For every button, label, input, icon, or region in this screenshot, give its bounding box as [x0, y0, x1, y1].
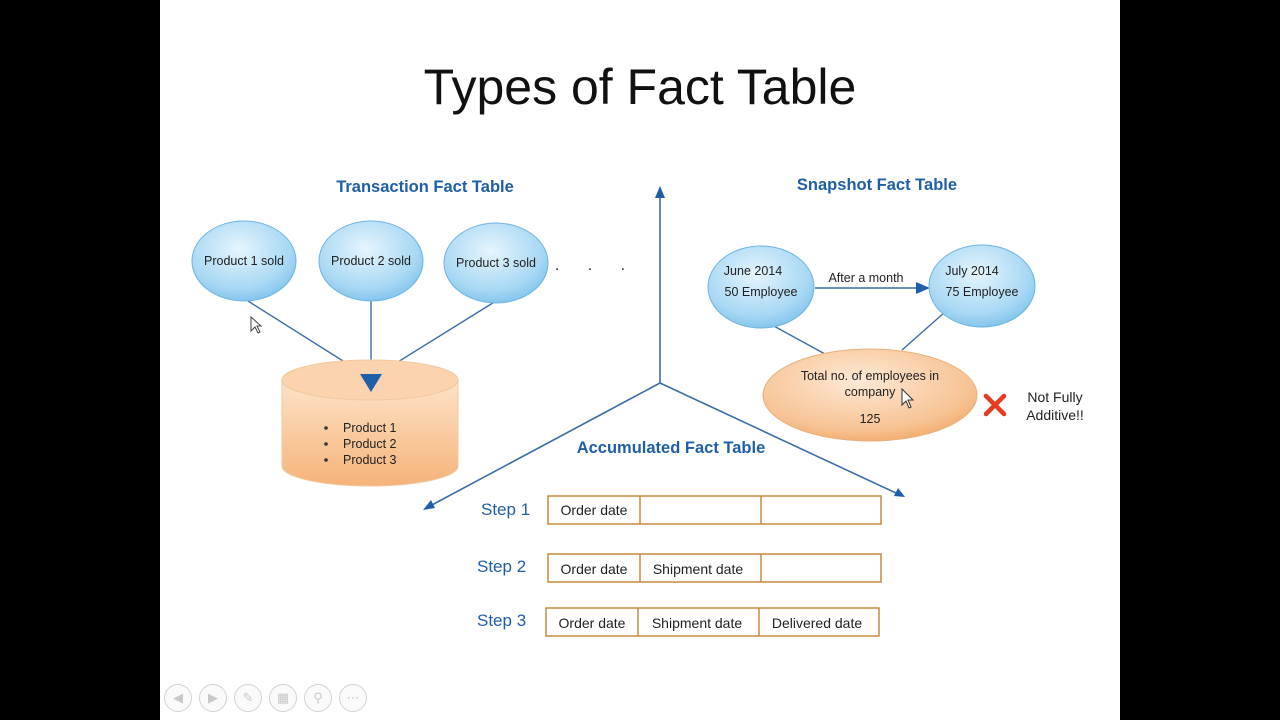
step-3-cell-1: Order date [559, 615, 626, 631]
step-3-cell-3: Delivered date [772, 615, 862, 631]
axis-left [429, 382, 661, 507]
cylinder-arrowhead [360, 374, 382, 392]
bullet-2 [324, 442, 328, 446]
transaction-section: Transaction Fact Table Product 1 Product… [191, 178, 637, 487]
after-month-arrowhead [916, 282, 930, 294]
mouse-cursor-icon [901, 387, 915, 409]
snapshot-connector-right [901, 311, 946, 351]
axes [423, 186, 905, 510]
transaction-title: Transaction Fact Table [336, 178, 514, 196]
total-value: 125 [860, 412, 881, 426]
pointer-cursor-icon [250, 315, 263, 334]
step-label-3: Step 3 [477, 611, 526, 630]
axis-right-arrowhead [894, 488, 905, 497]
total-label-line2: company [845, 385, 896, 399]
event-bubble-3 [443, 222, 549, 304]
step-label-1: Step 1 [481, 500, 530, 519]
june-count: 50 Employee [725, 285, 798, 299]
june-month: June 2014 [724, 264, 782, 278]
snapshot-connector-left [771, 324, 826, 355]
table-item-2: Product 2 [343, 437, 397, 451]
bullet-3 [324, 458, 328, 462]
july-count: 75 Employee [946, 285, 1019, 299]
july-month: July 2014 [945, 264, 999, 278]
slide: Types of Fact Table [160, 0, 1120, 720]
more-events-ellipsis: . . . [555, 257, 637, 274]
step-3-cell-2: Shipment date [652, 615, 742, 631]
step-2-cell-1: Order date [561, 561, 628, 577]
axis-right [659, 382, 899, 495]
axis-left-arrowhead [423, 500, 435, 510]
snapshot-node-july [928, 244, 1036, 328]
table-item-3: Product 3 [343, 453, 397, 467]
presentation-toolbar: ◀ ▶ ✎ ▦ ⚲ ⋯ [160, 684, 424, 716]
snapshot-node-june [707, 245, 815, 329]
not-fully-additive-line2: Additive!! [1026, 407, 1084, 423]
after-month-label: After a month [828, 271, 903, 285]
step-1-table: Order date [547, 495, 882, 525]
not-fully-additive-line1: Not Fully [1027, 389, 1082, 405]
axis-up-arrowhead [655, 186, 665, 198]
prev-icon[interactable]: ◀ [164, 684, 192, 712]
zoom-icon[interactable]: ⚲ [304, 684, 332, 712]
event-label-2: Product 2 sold [331, 254, 411, 268]
accumulated-title: Accumulated Fact Table [577, 439, 766, 457]
step-label-2: Step 2 [477, 557, 526, 576]
step-3-table: Order date Shipment date Delivered date [545, 607, 880, 637]
event-label-1: Product 1 sold [204, 254, 284, 268]
snapshot-section: Snapshot Fact Table After a month June 2… [707, 176, 1084, 442]
slide-title: Types of Fact Table [423, 59, 857, 115]
event-bubble-1 [191, 220, 297, 302]
next-icon[interactable]: ▶ [199, 684, 227, 712]
table-item-1: Product 1 [343, 421, 397, 435]
more-icon[interactable]: ⋯ [339, 684, 367, 712]
snapshot-title: Snapshot Fact Table [797, 176, 957, 194]
step-2-table: Order date Shipment date [547, 553, 882, 583]
total-label-line1: Total no. of employees in [801, 369, 939, 383]
pen-icon[interactable]: ✎ [234, 684, 262, 712]
total-employees-node [762, 348, 978, 442]
fact-table-diagram: Transaction Fact Table Product 1 Product… [191, 176, 1084, 637]
red-cross-icon [983, 393, 1007, 417]
transaction-table-cylinder: Product 1 Product 2 Product 3 [281, 359, 459, 487]
slides-icon[interactable]: ▦ [269, 684, 297, 712]
event-label-3: Product 3 sold [456, 256, 536, 270]
step-2-cell-2: Shipment date [653, 561, 743, 577]
event-bubble-2 [318, 220, 424, 302]
step-1-cell-1: Order date [561, 502, 628, 518]
bullet-1 [324, 426, 328, 430]
accumulated-section: Accumulated Fact Table Step 1 Order date… [477, 439, 882, 637]
